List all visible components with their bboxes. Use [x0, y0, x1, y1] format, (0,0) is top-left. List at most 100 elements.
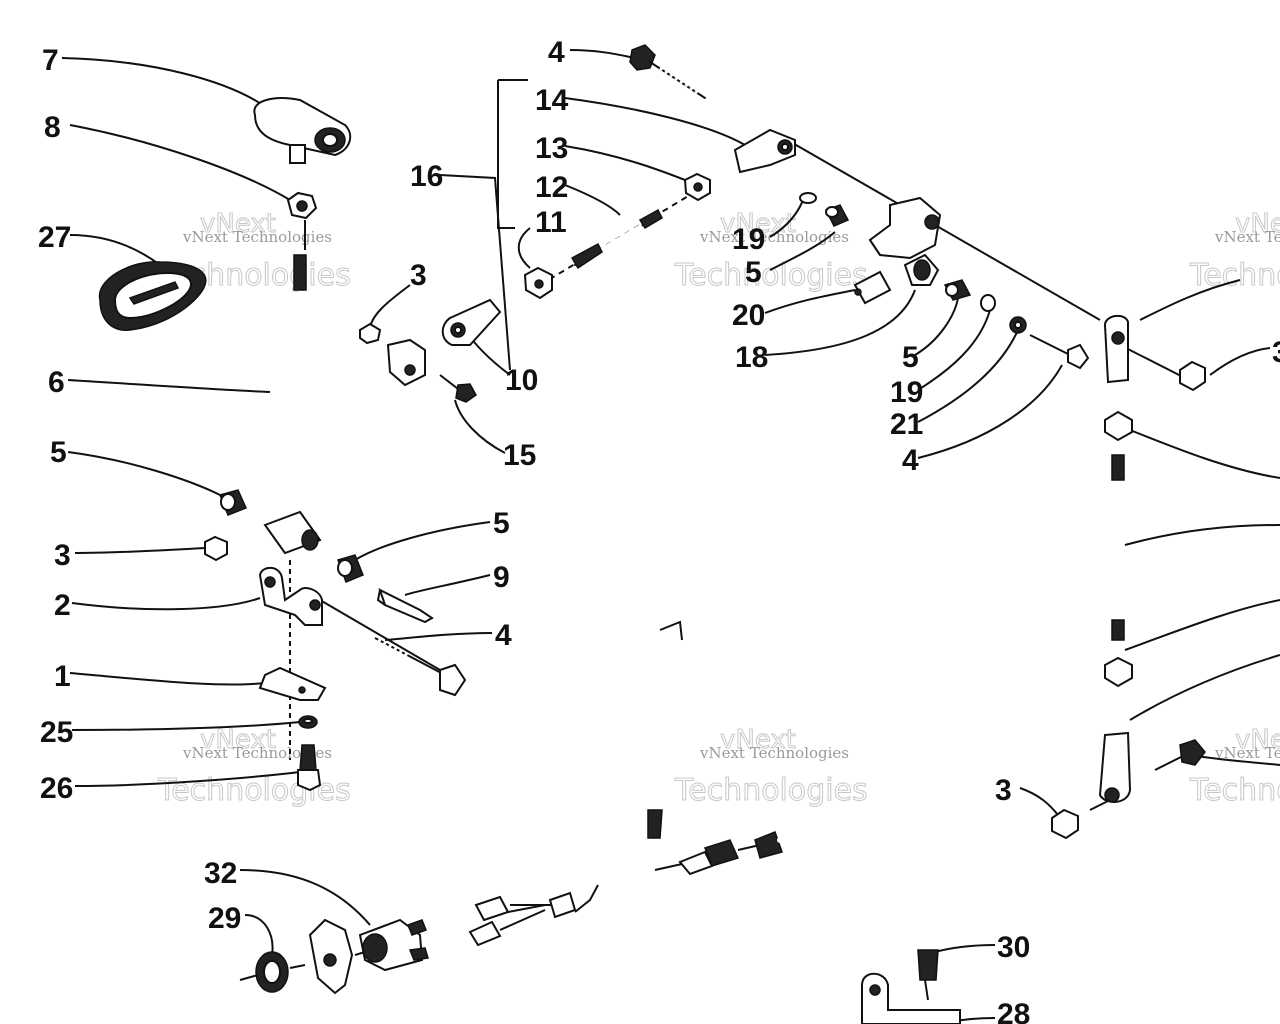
part-switch-32 [358, 918, 429, 972]
leader-right-3 [1129, 429, 1280, 479]
part-rod-end-right-bottom [1098, 731, 1132, 803]
callout-1: 1 [54, 660, 71, 693]
leader-27 [69, 234, 161, 266]
part-lockwasher-21 [1009, 316, 1027, 334]
bolt-axis-left [319, 599, 441, 671]
callout-3: 3 [995, 774, 1012, 807]
part-bushing-18 [903, 253, 940, 286]
callout-21: 21 [890, 408, 923, 441]
callout-19: 19 [890, 376, 923, 409]
leader-26 [74, 771, 301, 787]
part-nut-3c [1051, 808, 1079, 840]
watermark-company: vNext Technologies [1214, 228, 1280, 246]
leader-right-4 [1124, 524, 1280, 546]
callout-19: 19 [732, 223, 765, 256]
part-lock-plate [308, 918, 354, 995]
leader-right-2 [1209, 347, 1271, 376]
leader-3b [369, 284, 411, 331]
watermark-word: Technologies [674, 258, 868, 293]
watermark-brand: vNext [200, 209, 276, 239]
callout-7: 7 [42, 44, 59, 77]
part-rod-end-right-top [1103, 314, 1129, 384]
part-pivot-tube [263, 510, 322, 555]
part-bolt-4-right [1029, 334, 1090, 370]
callout-20: 20 [732, 299, 765, 332]
watermark-2: vNext vNext Technologies Technologies [674, 209, 869, 294]
callout-29: 29 [208, 902, 241, 935]
watermark-brand: vNext [1235, 725, 1280, 755]
callout-2: 2 [54, 589, 71, 622]
watermark-word: Technologies [157, 773, 351, 808]
part-bolt-4-top [629, 44, 706, 99]
leader-3a [74, 547, 206, 554]
leader-4a [384, 632, 493, 641]
callout-16: 16 [410, 160, 443, 193]
callout-15: 15 [503, 439, 536, 472]
watermark-6: vNext vNext Technologies Technologies [1189, 725, 1280, 809]
watermark-company: vNext Technologies [699, 744, 849, 762]
part-nut-right-top [1179, 360, 1206, 392]
watermark-brand: vNext [1235, 209, 1280, 239]
leader-right-5 [1124, 599, 1280, 651]
callout-5: 5 [745, 256, 762, 289]
leader-18 [764, 289, 916, 356]
part-pivot-bracket-2 [258, 566, 323, 626]
leader-4b [569, 49, 636, 59]
leader-13 [564, 145, 691, 183]
watermark-company: vNext Technologies [182, 744, 332, 762]
leader-5c [769, 231, 836, 271]
callout-5: 5 [50, 436, 67, 469]
part-nut-3a [204, 535, 228, 562]
part-rod-end-10 [441, 298, 502, 346]
callout-26: 26 [40, 772, 73, 805]
part-plate-1 [258, 666, 327, 701]
part-nut-3b [359, 322, 382, 345]
part-spacer-5c [824, 204, 850, 227]
callout-28: 28 [997, 998, 1030, 1024]
watermark-brand: vNext [720, 209, 796, 239]
part-bolt-4a [374, 637, 467, 697]
part-pin-9 [376, 588, 434, 624]
callout-4: 4 [548, 36, 565, 69]
part-lever-clevis [386, 338, 426, 387]
callout-3: 3 [54, 539, 71, 572]
part-cable-harness [468, 620, 939, 1001]
part-pin-20 [853, 270, 892, 305]
callout-3: 3 [410, 259, 427, 292]
callout-13: 13 [535, 132, 568, 165]
nut-axis-right [1119, 344, 1186, 379]
leader-30 [934, 944, 996, 953]
part-nut-29 [239, 951, 366, 993]
callout-30: 30 [997, 931, 1030, 964]
bracket-side [497, 80, 515, 229]
watermark-company: vNext Technologies [1214, 744, 1280, 762]
part-spacer-5d [943, 279, 972, 301]
leader-3c [1019, 787, 1059, 816]
part-switch-bracket-28 [861, 972, 961, 1024]
leader-4c [917, 364, 1063, 459]
leader-29 [244, 914, 274, 956]
leader-15 [454, 399, 506, 454]
leader-32 [239, 869, 371, 926]
callout-4: 4 [902, 444, 919, 477]
watermark-4: vNext vNext Technologies Technologies [157, 725, 352, 809]
leader-19b [917, 309, 991, 391]
callout-18: 18 [735, 341, 768, 374]
part-bracket [868, 196, 942, 260]
part-spacer-5a [218, 489, 248, 516]
callout-6: 6 [48, 366, 65, 399]
part-shift-lever [278, 254, 408, 538]
leader-right-6 [1129, 654, 1280, 721]
part-spacer-5b [337, 554, 364, 583]
leader-14 [564, 97, 746, 146]
part-nut-13 [683, 172, 711, 202]
part-bolt-26 [297, 744, 322, 792]
watermark-brand: vNext [720, 725, 796, 755]
leader-5a [67, 451, 221, 496]
watermark-company: vNext Technologies [699, 228, 849, 246]
part-washer-19b [980, 294, 996, 312]
watermark-brand: vNext [200, 725, 276, 755]
callout-3: 3 [1272, 336, 1280, 369]
